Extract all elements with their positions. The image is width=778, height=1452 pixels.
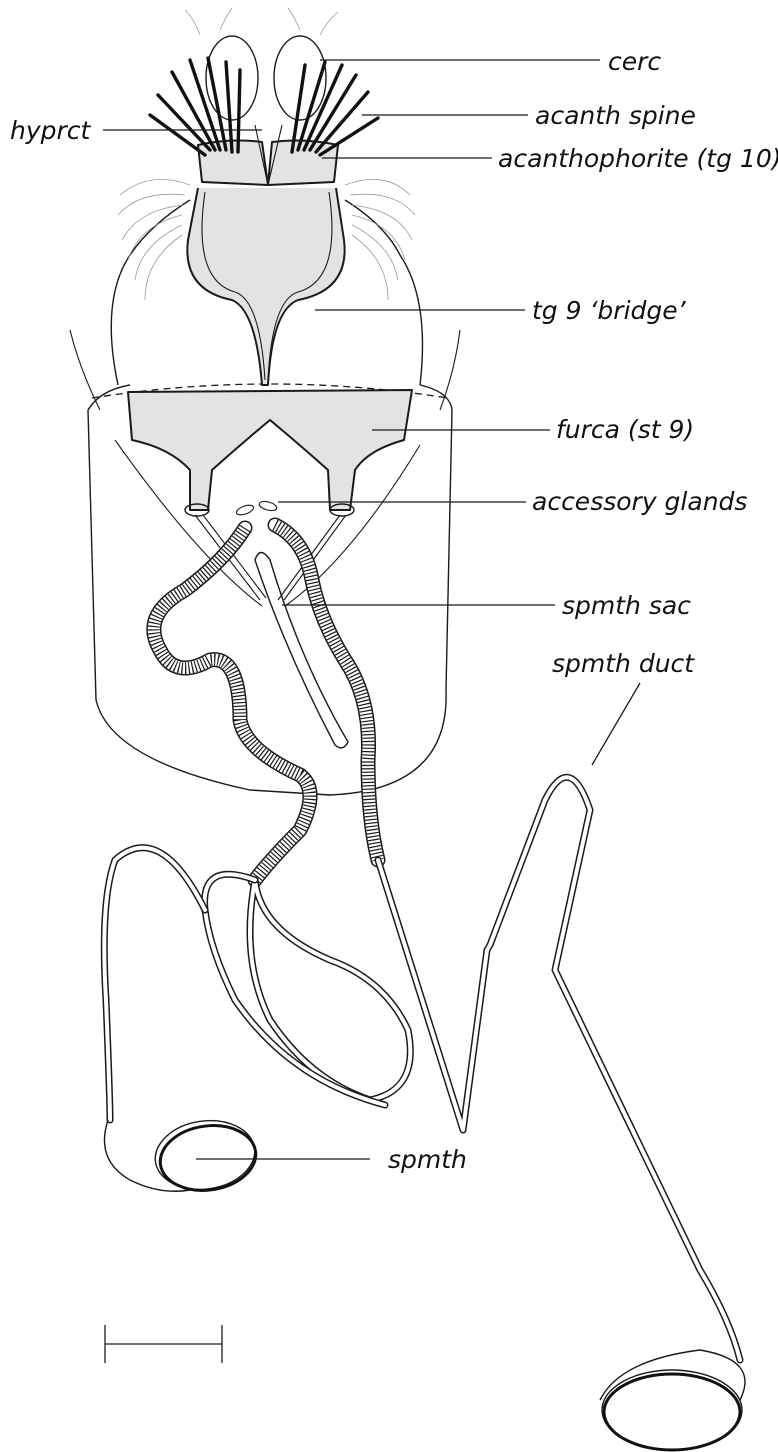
furca [128, 390, 412, 516]
label-acanth-spine: acanth spine [535, 101, 696, 130]
spermatheca-left [104, 1114, 260, 1196]
label-spmth-duct: spmth duct [552, 649, 695, 678]
label-accessory-glands: accessory glands [532, 487, 747, 516]
accessory-glands [235, 500, 278, 517]
leader-lines [103, 60, 640, 1159]
label-spmth-sac: spmth sac [562, 591, 691, 620]
spermathecal-duct [104, 777, 740, 1360]
label-cerc: cerc [608, 47, 661, 76]
scale-bar [105, 1325, 222, 1363]
acanthophorites [198, 125, 338, 185]
acanth-spines [150, 58, 378, 155]
label-spmth: spmth [388, 1145, 467, 1174]
label-acanthophorite: acanthophorite (tg 10) [498, 144, 778, 173]
spermatheca-right [600, 1350, 745, 1450]
label-furca: furca (st 9) [556, 415, 694, 444]
tg9-bridge [187, 188, 344, 385]
cerci [206, 36, 326, 120]
hatched-ducts [154, 525, 378, 880]
label-tg9-bridge: tg 9 ‘bridge’ [532, 296, 687, 325]
leader-spmth-duct [592, 683, 640, 765]
abdomen-outline [88, 385, 452, 795]
label-hyprct: hyprct [10, 116, 92, 145]
apophyses [115, 440, 420, 606]
